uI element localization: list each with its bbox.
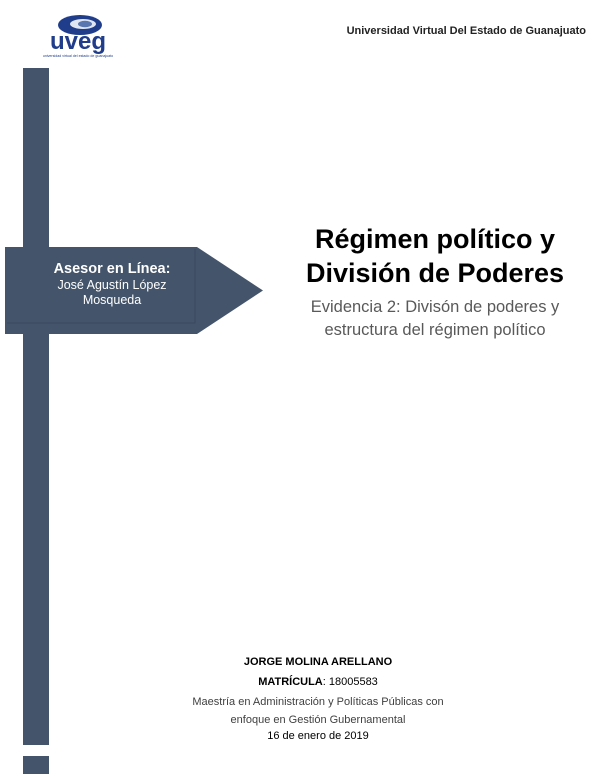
advisor-name-line2: Mosqueda <box>82 293 142 307</box>
student-name: JORGE MOLINA ARELLANO <box>243 656 393 668</box>
student-id-label: MATRÍCULA <box>258 676 323 688</box>
institution-header: Universidad Virtual Del Estado de Guanaj… <box>346 25 586 37</box>
document-date: 16 de enero de 2019 <box>267 730 369 742</box>
subtitle-line1: Evidencia 2: Divisón de poderes y <box>310 298 560 316</box>
subtitle-line2: estructura del régimen político <box>324 321 546 339</box>
title-block: Régimen político y División de Poderes E… <box>290 222 580 342</box>
decorative-vertical-bar <box>23 68 49 745</box>
document-title-line2: División de Poderes <box>305 258 565 288</box>
document-subtitle: Evidencia 2: Divisón de poderes y estruc… <box>290 296 580 342</box>
logo-text: uveg <box>50 28 106 55</box>
uveg-logo: uveg universidad virtual del estado de g… <box>43 15 113 58</box>
document-title-line1: Régimen político y <box>314 224 556 254</box>
advisor-label: Asesor en Línea: <box>53 261 171 277</box>
decorative-bar-end <box>23 756 49 774</box>
student-id-value: : 18005583 <box>322 676 378 688</box>
advisor-arrow-shape <box>5 247 263 334</box>
student-info: JORGE MOLINA ARELLANO MATRÍCULA: 1800558… <box>150 652 486 744</box>
advisor-name-line1: José Agustín López <box>57 278 167 292</box>
program-line1: Maestría en Administración y Políticas P… <box>192 696 444 708</box>
logo-tagline: universidad virtual del estado de guanaj… <box>43 54 113 58</box>
advisor-block: Asesor en Línea: José Agustín López Mosq… <box>12 260 212 308</box>
student-id: MATRÍCULA: 18005583 <box>150 672 486 692</box>
program-line2: enfoque en Gestión Gubernamental <box>230 714 406 726</box>
